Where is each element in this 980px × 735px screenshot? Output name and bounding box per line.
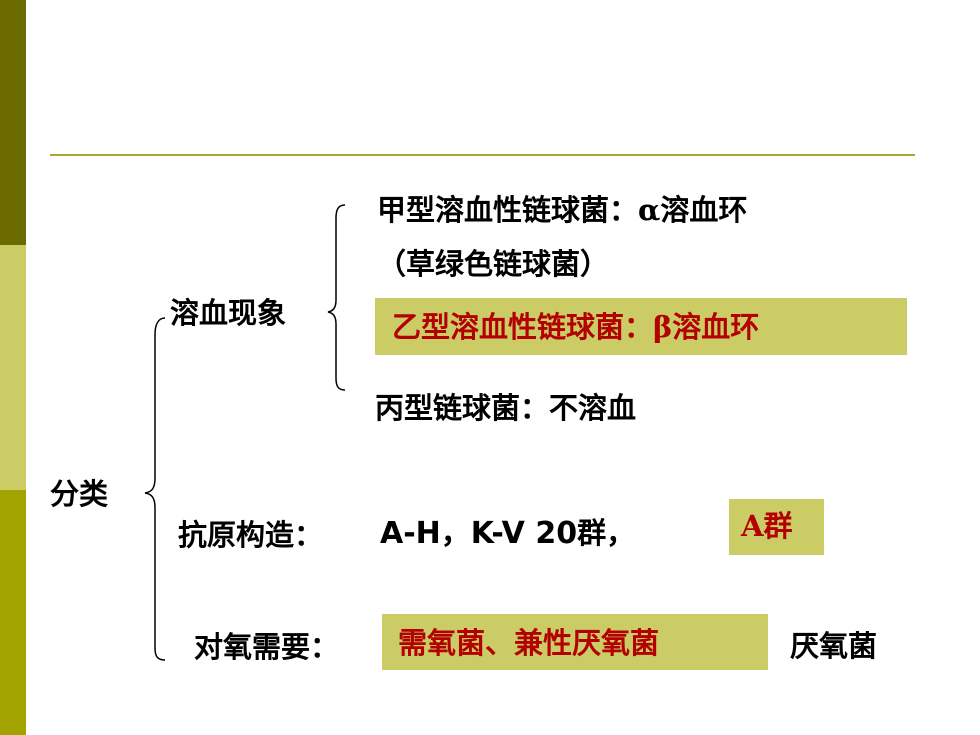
antigen-groups: A-H，K-V 20群， (380, 519, 635, 549)
sidebar-middle-block (0, 245, 26, 490)
alpha-hemolytic-line: 甲型溶血性链球菌：α溶血环 (377, 196, 747, 225)
aerobic-highlight-box (382, 614, 768, 670)
oxygen-label: 对氧需要： (194, 630, 340, 664)
group-a-text: A群 (741, 509, 793, 543)
beta-ring-text: 溶血环 (672, 310, 760, 344)
sidebar-top-block (0, 0, 26, 245)
alpha-ring-text: 溶血环 (660, 193, 748, 227)
viridans-note: （草绿色链球菌） (377, 247, 610, 281)
alpha-symbol: α (638, 193, 661, 227)
hemolysis-label: 溶血现象 (170, 296, 287, 330)
title-divider (50, 154, 915, 156)
sidebar-bottom-block (0, 490, 26, 735)
beta-hemolytic-line: 乙型溶血性链球菌：β溶血环 (392, 313, 759, 342)
alpha-hemolytic-text: 甲型溶血性链球菌： (377, 193, 639, 227)
aerobic-text: 需氧菌、兼性厌氧菌 (398, 626, 660, 660)
group-a-highlight-box (729, 499, 824, 555)
beta-symbol: β (653, 310, 673, 344)
antigen-groups-suffix: 群， (577, 516, 636, 550)
anaerobic-text: 厌氧菌 (790, 629, 878, 663)
antigen-label: 抗原构造： (178, 518, 324, 552)
antigen-groups-range: A-H，K-V 20 (380, 516, 578, 551)
classification-label: 分类 (50, 477, 109, 511)
beta-highlight-box (375, 298, 907, 355)
outer-brace (144, 317, 166, 661)
beta-hemolytic-text: 乙型溶血性链球菌： (392, 310, 654, 344)
gamma-hemolytic-line: 丙型链球菌：不溶血 (375, 391, 637, 425)
inner-brace (327, 204, 346, 391)
